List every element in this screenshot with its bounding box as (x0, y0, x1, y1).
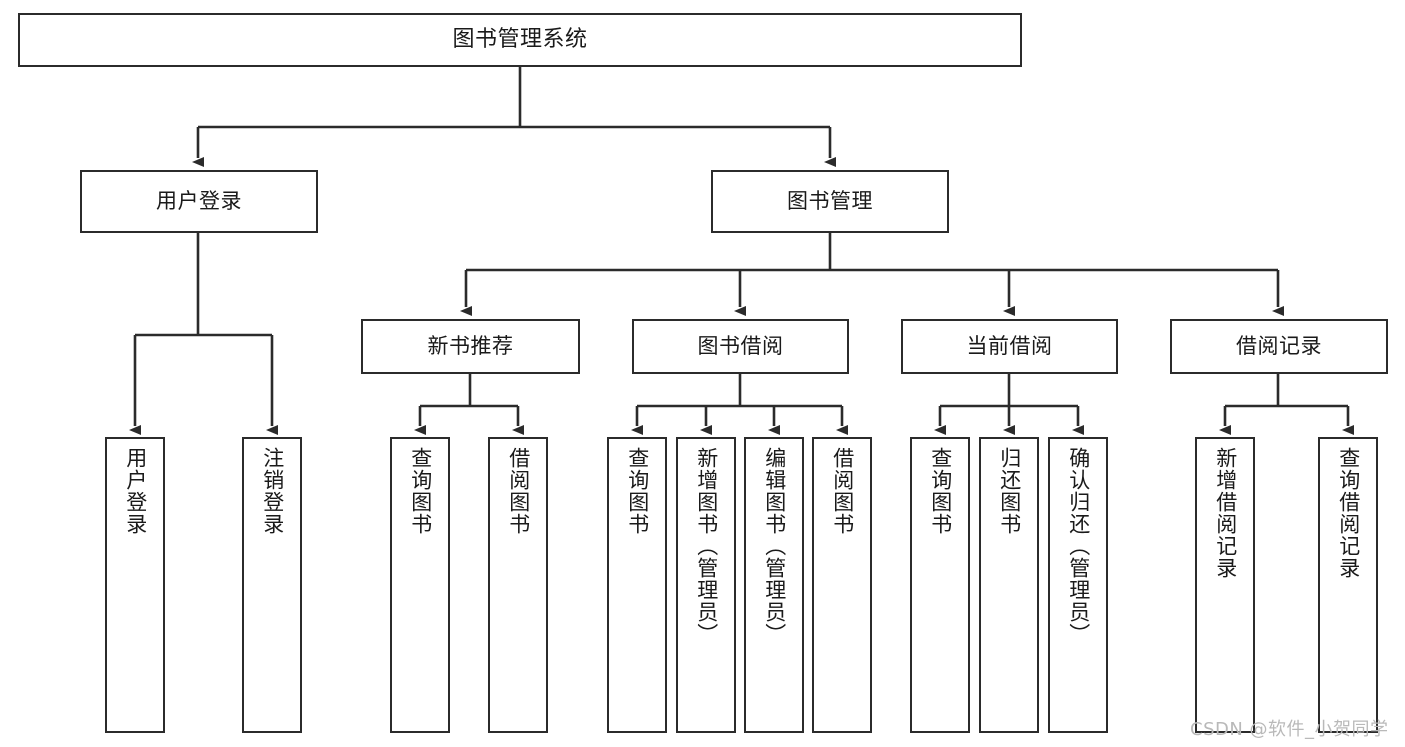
node-leaf-query-book-recommend[interactable]: 查询图书 (390, 437, 450, 733)
node-label: 当前借阅 (966, 333, 1053, 358)
node-label: 新增图书（管理员） (694, 447, 719, 645)
node-borrow-record[interactable]: 借阅记录 (1170, 319, 1388, 374)
node-label: 借阅图书 (830, 447, 855, 535)
node-label: 归还图书 (997, 447, 1022, 535)
node-leaf-borrow-book[interactable]: 借阅图书 (812, 437, 872, 733)
node-label: 编辑图书（管理员） (762, 447, 787, 645)
node-label: 确认归还（管理员） (1066, 447, 1091, 645)
node-leaf-user-login[interactable]: 用户登录 (105, 437, 165, 733)
node-label: 注销登录 (260, 447, 285, 535)
node-leaf-add-book-admin[interactable]: 新增图书（管理员） (676, 437, 736, 733)
node-label: 新增借阅记录 (1213, 447, 1238, 579)
node-leaf-borrow-book-recommend[interactable]: 借阅图书 (488, 437, 548, 733)
node-label: 查询图书 (625, 447, 650, 535)
node-label: 新书推荐 (427, 333, 514, 358)
node-book-management[interactable]: 图书管理 (711, 170, 949, 233)
node-user-login[interactable]: 用户登录 (80, 170, 318, 233)
node-label: 查询借阅记录 (1336, 447, 1361, 579)
node-label: 图书借阅 (697, 333, 784, 358)
node-leaf-query-book-borrow[interactable]: 查询图书 (607, 437, 667, 733)
node-label: 查询图书 (408, 447, 433, 535)
node-current-borrow[interactable]: 当前借阅 (901, 319, 1118, 374)
node-label: 查询图书 (928, 447, 953, 535)
node-new-book-recommend[interactable]: 新书推荐 (361, 319, 580, 374)
node-leaf-logout[interactable]: 注销登录 (242, 437, 302, 733)
node-label: 借阅记录 (1236, 333, 1322, 358)
node-root-book-management-system[interactable]: 图书管理系统 (18, 13, 1022, 67)
node-leaf-add-borrow-record[interactable]: 新增借阅记录 (1195, 437, 1255, 733)
node-label: 用户登录 (156, 188, 242, 213)
node-leaf-confirm-return-admin[interactable]: 确认归还（管理员） (1048, 437, 1108, 733)
node-leaf-edit-book-admin[interactable]: 编辑图书（管理员） (744, 437, 804, 733)
node-book-borrow[interactable]: 图书借阅 (632, 319, 849, 374)
node-label: 用户登录 (123, 447, 148, 535)
node-label: 图书管理系统 (452, 26, 588, 52)
node-leaf-query-borrow-record[interactable]: 查询借阅记录 (1318, 437, 1378, 733)
csdn-watermark: CSDN @软件_小贺同学 (1190, 719, 1389, 740)
node-leaf-return-book[interactable]: 归还图书 (979, 437, 1039, 733)
node-label: 借阅图书 (506, 447, 531, 535)
node-label: 图书管理 (787, 188, 873, 213)
node-leaf-query-book-current[interactable]: 查询图书 (910, 437, 970, 733)
